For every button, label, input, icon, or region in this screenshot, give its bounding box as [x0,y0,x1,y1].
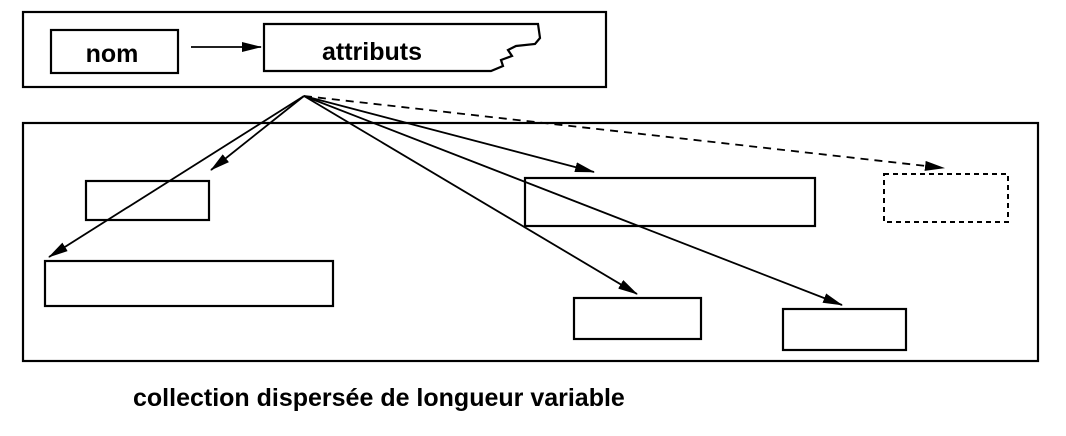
element-box-2 [43,259,335,308]
element-box-4 [572,296,703,341]
name-box [49,28,180,75]
name-label: nom [86,40,139,68]
element-box-3 [523,176,817,228]
pointer-arrow-optional [303,95,945,171]
pointer-arrow-5 [303,95,843,306]
diagram-caption: collection dispersée de longueur variabl… [133,384,625,412]
pointer-arrow-4 [303,95,638,295]
attributes-box [262,22,542,73]
element-box-5 [781,307,908,352]
pointer-arrow-3 [303,95,595,173]
pointer-arrow-1 [210,95,305,171]
pointer-arrow-2 [48,95,305,258]
element-box-optional [883,173,1009,223]
element-box-1 [84,179,211,222]
attributes-label: attributs [322,38,422,66]
